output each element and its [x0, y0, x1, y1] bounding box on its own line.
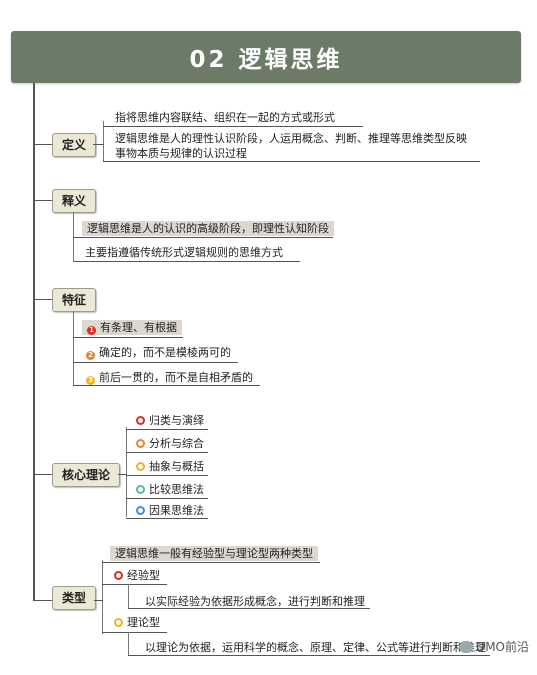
- core-theory-item-3: 抽象与概括: [136, 459, 204, 474]
- underline: [128, 608, 370, 609]
- underline: [73, 362, 238, 363]
- type-theoretical-desc: 以理论为依据，运用科学的概念、原理、定律、公式等进行判断和推理: [145, 641, 486, 654]
- underline: [128, 655, 490, 656]
- wechat-icon: [458, 640, 473, 653]
- types-intro: 逻辑思维一般有经验型与理论型两种类型: [110, 546, 318, 561]
- definition-item-1: 指将思维内容联结、组织在一起的方式或形式: [115, 111, 335, 124]
- green-circle-icon: [136, 485, 145, 494]
- watermark: DMO前沿: [458, 638, 529, 655]
- bracket-line: [128, 632, 129, 655]
- page-title: 02 逻辑思维: [189, 47, 343, 73]
- node-features[interactable]: 特征: [52, 288, 97, 312]
- definition-item-2: 逻辑思维是人的理性认识阶段，人运用概念、判断、推理等思维类型反映事物本质与规律的…: [115, 132, 467, 160]
- blue-circle-icon: [136, 506, 145, 515]
- bracket-line: [73, 311, 74, 385]
- branch-connector: [93, 144, 104, 145]
- node-core-theory[interactable]: 核心理论: [52, 463, 121, 487]
- bracket-line: [102, 560, 103, 634]
- core-theory-item-5: 因果思维法: [136, 503, 204, 518]
- red-flag-icon: [114, 571, 123, 580]
- underline: [73, 237, 333, 238]
- interpretation-item-2: 主要指遵循传统形式逻辑规则的思维方式: [85, 246, 283, 259]
- branch-connector: [33, 200, 53, 201]
- number-2-icon: 2: [86, 351, 95, 360]
- underline: [103, 126, 363, 127]
- type-empirical-desc: 以实际经验为依据形成概念，进行判断和推理: [145, 595, 365, 608]
- branch-connector: [33, 600, 53, 601]
- underline: [73, 261, 300, 262]
- underline: [126, 452, 208, 453]
- title-bar: 02 逻辑思维: [11, 31, 521, 83]
- core-theory-item-4: 比较思维法: [136, 482, 204, 497]
- bracket-line: [73, 212, 74, 261]
- core-theory-item-2: 分析与综合: [136, 436, 204, 451]
- interpretation-item-1: 逻辑思维是人的认识的高级阶段，即理性认知阶段: [82, 221, 334, 236]
- trunk-line: [33, 83, 35, 601]
- type-empirical[interactable]: 经验型: [114, 568, 160, 583]
- underline: [73, 337, 183, 338]
- underline: [126, 429, 208, 430]
- watermark-text: DMO前沿: [475, 640, 529, 654]
- node-interpretation[interactable]: 释义: [52, 189, 97, 213]
- branch-connector: [118, 474, 127, 475]
- underline: [126, 475, 208, 476]
- branch-connector: [33, 474, 53, 475]
- yellow-circle-icon: [136, 462, 145, 471]
- node-types[interactable]: 类型: [52, 586, 97, 610]
- branch-connector: [33, 299, 53, 300]
- bracket-line: [128, 584, 129, 608]
- branch-connector: [33, 144, 53, 145]
- underline: [103, 161, 480, 162]
- core-theory-item-1: 归类与演绎: [136, 413, 204, 428]
- number-3-icon: 3: [86, 376, 95, 385]
- node-definition[interactable]: 定义: [52, 133, 97, 157]
- underline: [73, 385, 260, 386]
- type-theoretical[interactable]: 理论型: [114, 615, 160, 630]
- underline: [102, 632, 167, 633]
- branch-connector: [94, 600, 103, 601]
- red-circle-icon: [136, 416, 145, 425]
- underline: [126, 518, 208, 519]
- number-1-icon: 1: [87, 326, 96, 335]
- underline: [102, 562, 320, 563]
- underline: [102, 584, 167, 585]
- bracket-line: [126, 427, 127, 517]
- yellow-flag-icon: [114, 618, 123, 627]
- underline: [126, 498, 208, 499]
- orange-circle-icon: [136, 439, 145, 448]
- bracket-line: [103, 121, 104, 161]
